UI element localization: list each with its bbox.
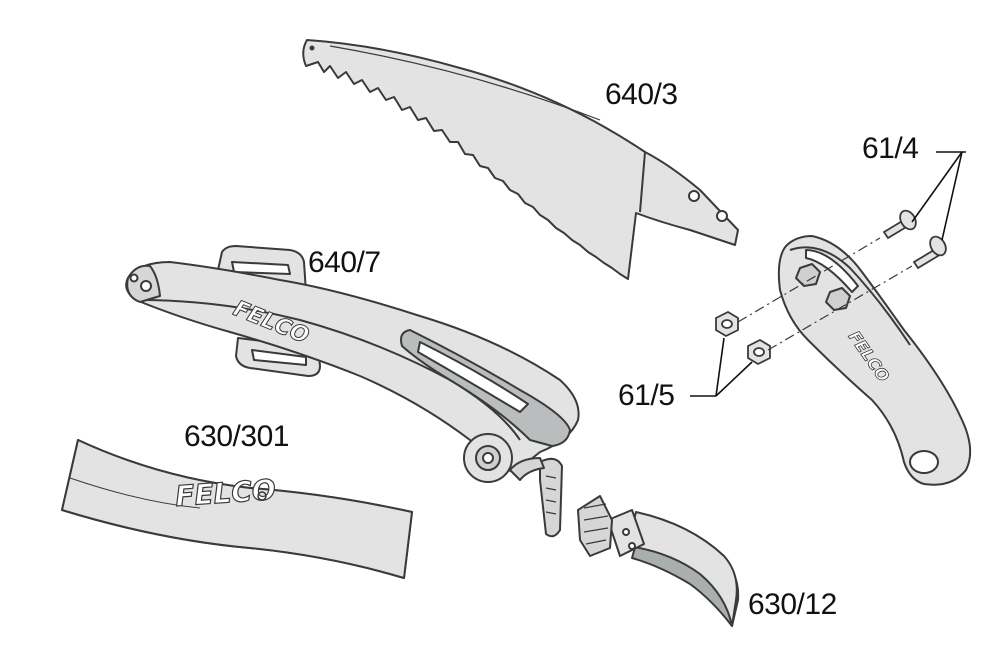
- bolt: [912, 235, 947, 270]
- label-saw-blade: 640/3: [605, 78, 678, 111]
- belt-band: [61, 439, 413, 579]
- label-scabbard: 640/7: [308, 246, 381, 279]
- band-logo: FELCO: [174, 473, 277, 513]
- nut: [715, 310, 739, 338]
- label-bolts: 61/4: [862, 132, 918, 165]
- leader-lines: [690, 151, 966, 397]
- saw-blade: [302, 39, 739, 280]
- label-clip-strap: 630/12: [748, 588, 837, 621]
- label-belt-band: 630/301: [184, 420, 289, 453]
- assembly-guide-lines: [737, 237, 913, 351]
- label-nuts: 61/5: [618, 379, 674, 412]
- band-logo-mark: [257, 491, 267, 501]
- bolt: [882, 209, 917, 240]
- nut: [747, 338, 771, 366]
- saw-handle: [777, 235, 972, 486]
- scabbard: [125, 245, 580, 538]
- clip-strap: [577, 495, 740, 627]
